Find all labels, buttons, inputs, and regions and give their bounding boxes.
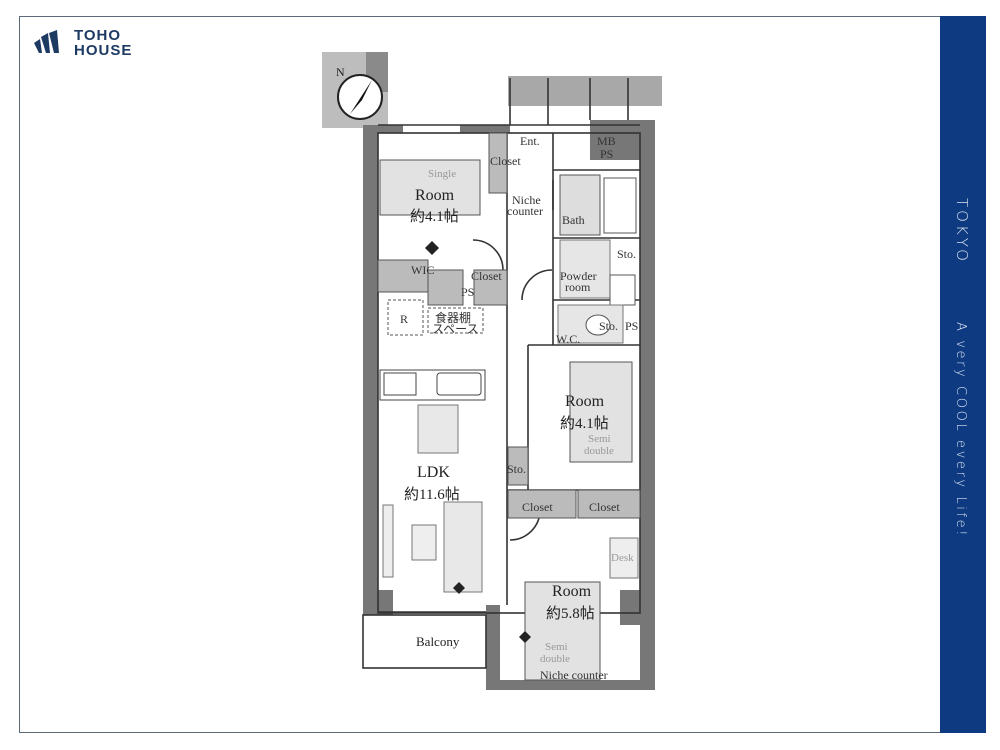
label-cupboard-space: スペース [432,322,479,336]
bed-label: double [584,445,614,457]
outlet-icon [519,631,531,643]
label-cupboard: 食器棚 [435,310,471,325]
room-middle-size: 約4.1帖 [560,415,609,432]
room-middle-name: Room [565,393,605,410]
stove-icon [383,372,417,396]
compass: N [322,52,388,128]
bed-label: Semi [588,433,611,445]
bath-area [559,174,601,236]
label-powder: Powder [560,269,597,283]
brand-logo: TOHO HOUSE [32,28,132,58]
ldk-size: 約11.6帖 [404,486,460,503]
bed-single [379,159,481,216]
room-labels: Single Room 約4.1帖 Room 約4.1帖 Semi double… [400,134,638,682]
bed-label: Semi [545,641,568,653]
label-room: room [565,280,591,294]
tv-stand [382,504,394,578]
label-sto-ldk: Sto. [507,462,526,476]
label-closet-left: Closet [522,500,553,514]
label-sto-wc: Sto. [599,319,618,333]
compass-label: N [336,65,345,79]
cupboard-space [427,307,484,334]
closet-right-box [577,489,641,519]
outlet-icon [425,241,439,255]
north-arrow-icon [350,80,372,114]
fixtures [377,132,641,681]
brand-line1: TOHO [74,27,122,44]
label-wic: WIC [411,263,434,277]
room-south-name: Room [552,583,592,600]
room-north-size: 約4.1帖 [410,208,459,225]
bathtub-icon [603,177,637,234]
label-niche: Niche [512,193,541,207]
desk-box [609,537,639,579]
interior-lines [362,78,641,669]
sofa [443,501,483,593]
refrigerator-space [387,299,424,336]
label-refrigerator: R [400,312,408,326]
bed-semi-double-middle [569,361,633,463]
toilet-icon [585,314,611,336]
side-band [940,16,986,733]
dining-table [417,404,459,454]
closet-left-box [507,489,577,519]
label-bath: Bath [562,213,585,227]
label-ps-wc: PS [625,319,638,333]
label-desk: Desk [611,552,634,564]
ldk-name: LDK [417,464,450,481]
label-counter: counter [507,204,543,218]
label-entrance: Ent. [520,134,540,148]
bed-label: double [540,653,570,665]
room-south-size: 約5.8帖 [546,605,595,622]
label-ps: PS [600,147,613,161]
label-closet-hall: Closet [471,269,502,283]
label-balcony: Balcony [416,634,460,649]
wic-shelf [377,259,429,293]
compass-circle [337,74,383,120]
bed-semi-double-south [524,581,601,681]
bed-label: Single [428,168,456,180]
outlet-icon [453,582,465,594]
walls [363,120,655,690]
closet-hall-box [473,269,508,306]
label-mb: MB [597,134,616,148]
room-north-name: Room [415,187,455,204]
label-closet-right: Closet [589,500,620,514]
corridor-shade [508,76,662,106]
house-logo-icon [34,30,59,53]
washbasin-icon [609,274,636,306]
label-closet-entrance: Closet [490,154,521,168]
brand-line2: HOUSE [74,42,133,59]
sink-icon [436,372,482,396]
label-niche-counter-bottom: Niche counter [540,668,608,682]
label-sto-bath: Sto. [617,247,636,261]
label-wc: W.C. [556,332,580,346]
label-ps-hall: PS [461,285,474,299]
